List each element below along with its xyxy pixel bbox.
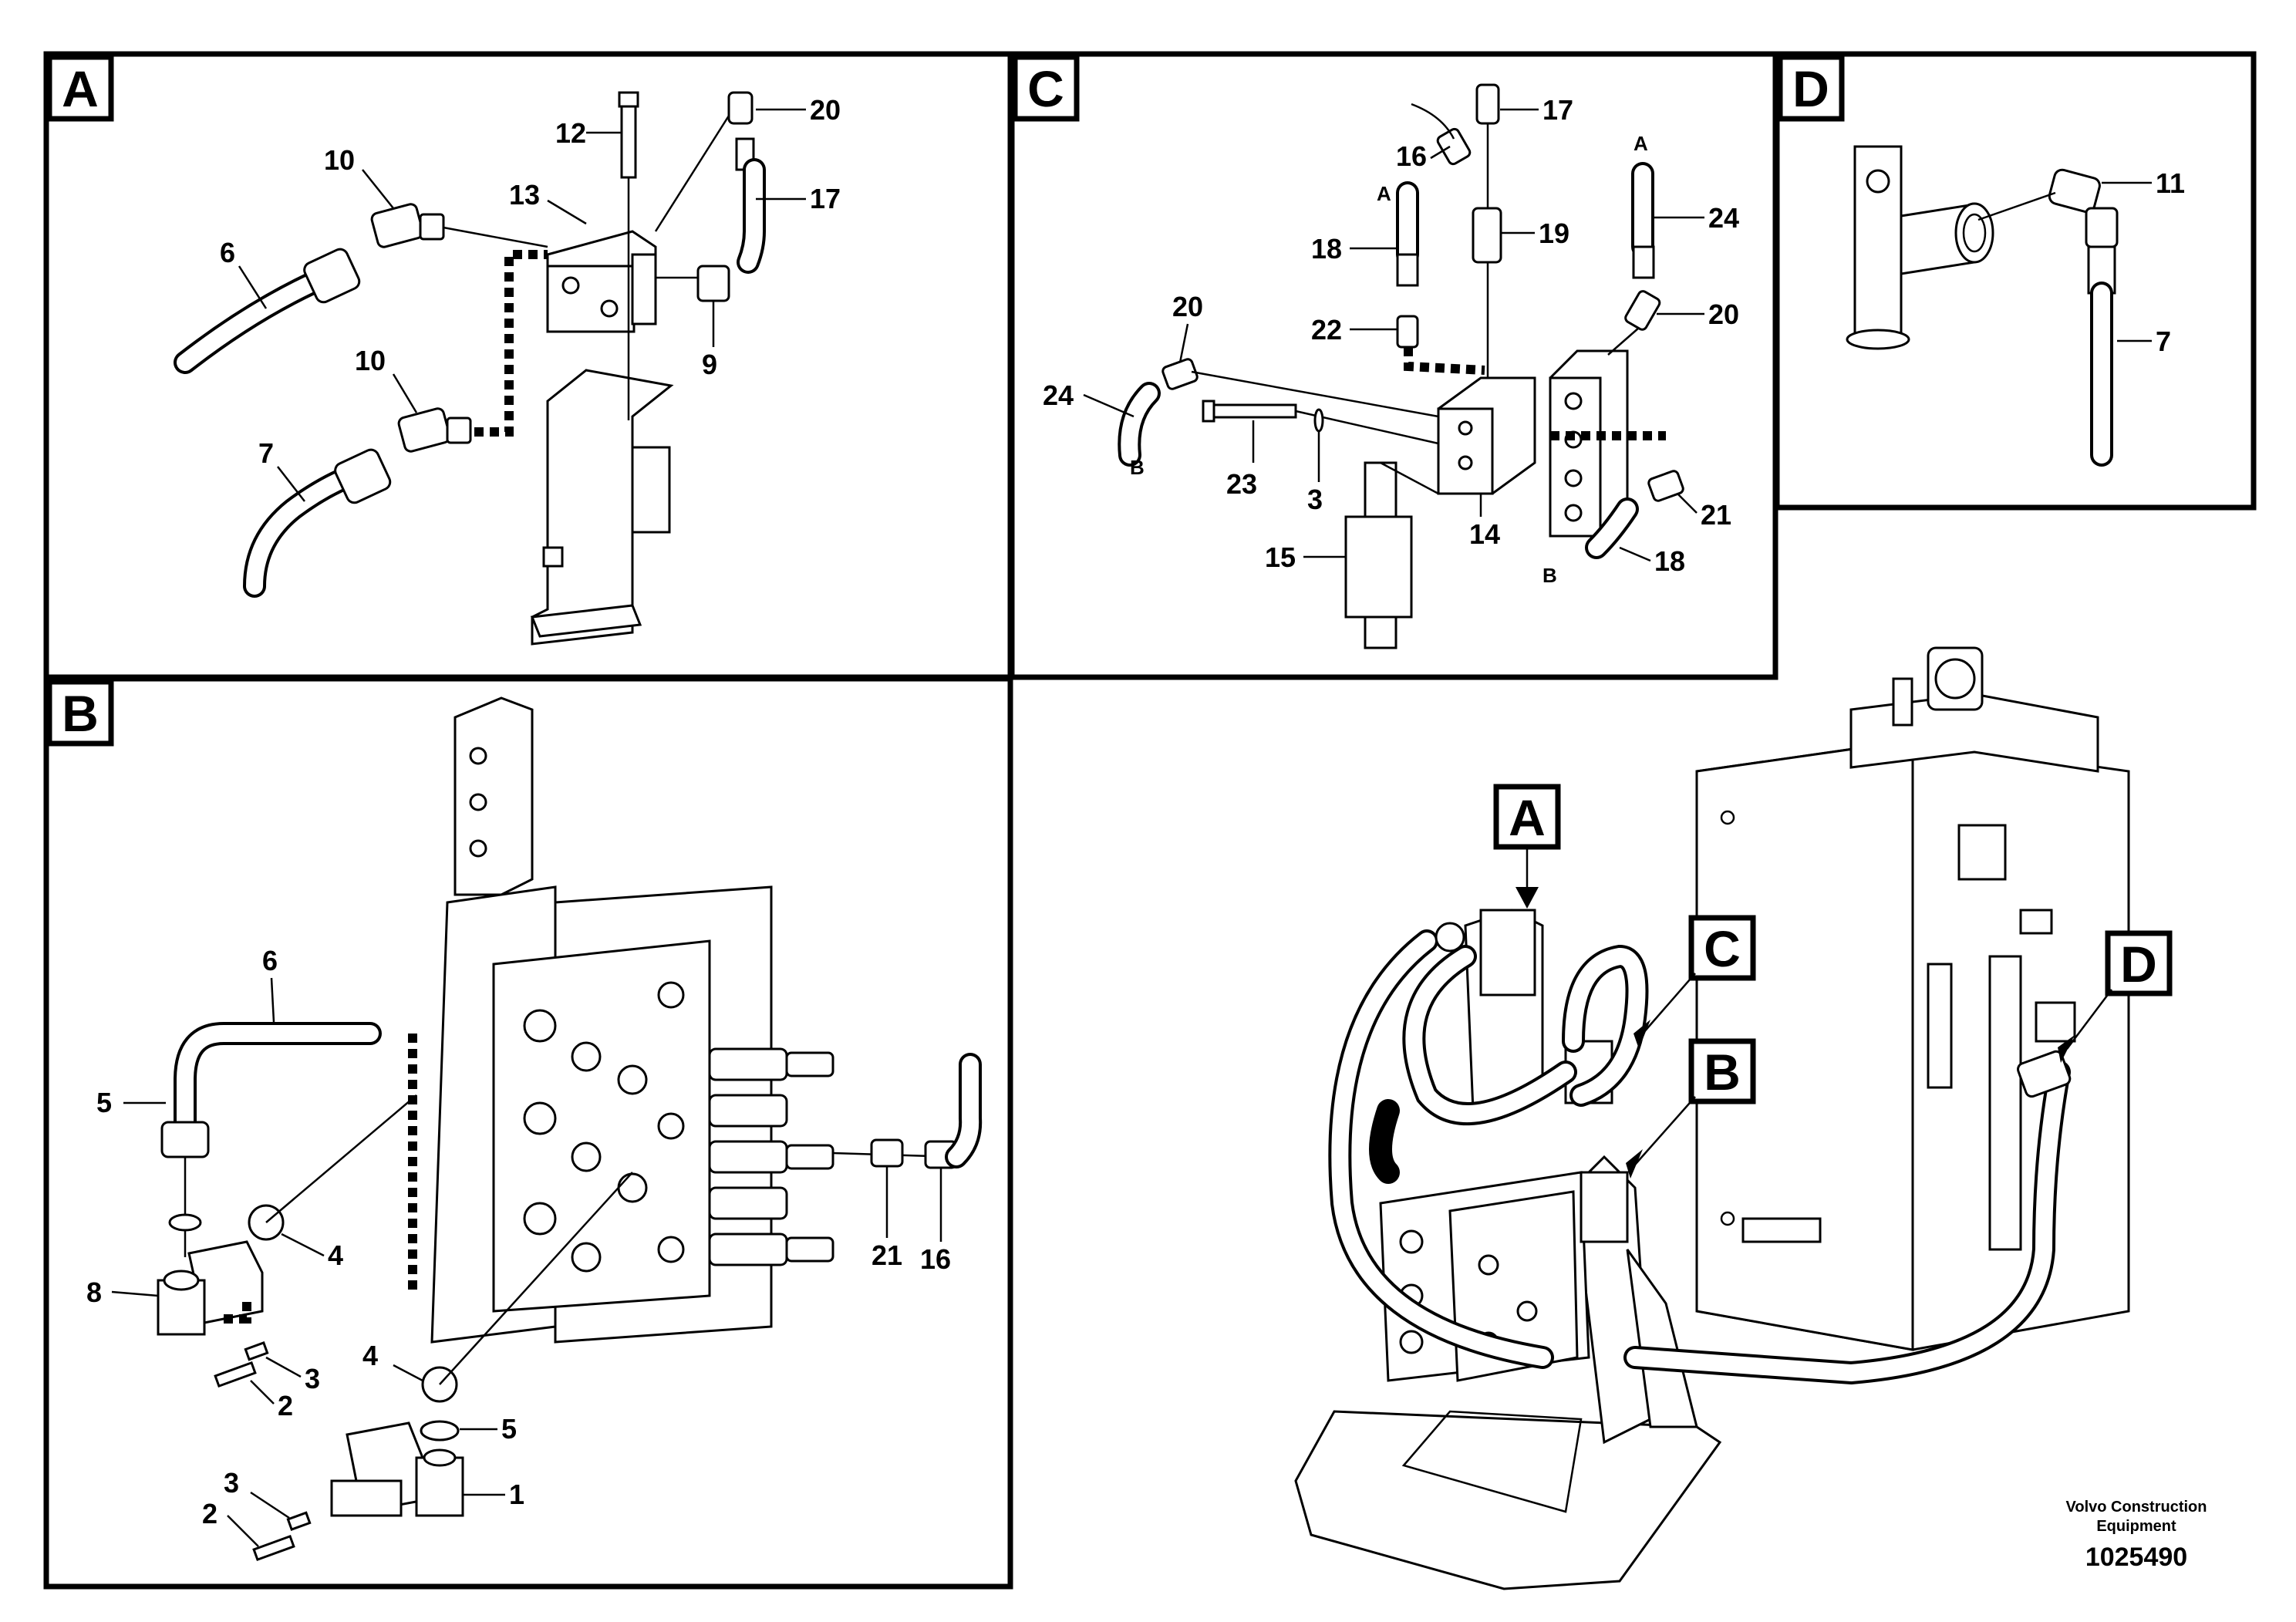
panel-b-tag: B xyxy=(46,679,114,747)
callout-6: 6 xyxy=(220,237,235,268)
panel-d-drawing xyxy=(1846,145,2119,467)
overview-tag-a: A xyxy=(1493,784,1561,909)
callout-17: 17 xyxy=(1542,94,1573,126)
callout-18-lower: 18 xyxy=(1654,545,1685,577)
svg-text:C: C xyxy=(1027,60,1064,117)
panel-d-tag: D xyxy=(1777,54,1845,122)
callout-3: 3 xyxy=(1307,484,1323,515)
callout-10-upper: 10 xyxy=(324,144,355,176)
panel-b-callouts: 6 5 4 8 3 2 4 5 3 2 1 21 16 xyxy=(86,945,951,1547)
callout-24-right: 24 xyxy=(1708,202,1739,234)
callout-21: 21 xyxy=(872,1239,902,1271)
footer: Volvo Construction Equipment 1025490 xyxy=(2066,1499,2207,1572)
svg-text:D: D xyxy=(1792,60,1829,117)
panel-b-drawing xyxy=(157,696,983,1562)
callout-a-left: A xyxy=(1377,182,1391,205)
callout-3-upper: 3 xyxy=(305,1363,320,1394)
panel-b-frame xyxy=(43,676,1013,1590)
callout-b-left: B xyxy=(1130,456,1145,479)
callout-24-left: 24 xyxy=(1043,379,1074,411)
callout-8: 8 xyxy=(86,1276,102,1308)
valve-ports xyxy=(523,981,685,1273)
panel-c-tag: C xyxy=(1012,54,1080,122)
callout-7: 7 xyxy=(258,437,274,469)
panel-a-callouts: 12 20 10 13 17 6 9 10 7 xyxy=(220,94,841,502)
svg-text:A: A xyxy=(1509,789,1546,846)
company-line-2: Equipment xyxy=(2096,1518,2176,1535)
callout-19: 19 xyxy=(1539,218,1569,249)
callout-18-upper: 18 xyxy=(1311,233,1342,265)
overview-tag-d: D xyxy=(2058,930,2173,1063)
callout-4-upper: 4 xyxy=(328,1239,343,1271)
callout-13: 13 xyxy=(509,179,540,211)
callout-3-lower: 3 xyxy=(224,1467,239,1499)
callout-20-left: 20 xyxy=(1172,291,1203,322)
callout-10-lower: 10 xyxy=(355,345,386,376)
callout-16: 16 xyxy=(920,1243,951,1275)
company-line-1: Volvo Construction xyxy=(2066,1499,2207,1516)
callout-20: 20 xyxy=(810,94,841,126)
svg-text:C: C xyxy=(1704,920,1741,977)
svg-text:B: B xyxy=(1704,1044,1741,1101)
callout-a-right: A xyxy=(1633,132,1648,155)
callout-1: 1 xyxy=(509,1479,524,1510)
callout-2-lower: 2 xyxy=(202,1498,217,1529)
callout-11: 11 xyxy=(2156,167,2185,199)
panel-d-callouts: 11 7 xyxy=(2102,167,2185,357)
callout-20-right: 20 xyxy=(1708,298,1739,330)
callout-23: 23 xyxy=(1226,468,1257,500)
callout-22: 22 xyxy=(1311,314,1342,346)
drawing-number: 1025490 xyxy=(2085,1543,2187,1572)
callout-21: 21 xyxy=(1701,499,1731,531)
callout-15: 15 xyxy=(1265,541,1296,573)
overview-assembly xyxy=(1294,646,2130,1590)
panel-a-drawing xyxy=(174,91,766,646)
panel-d-frame xyxy=(1774,51,2257,511)
callout-2-upper: 2 xyxy=(278,1390,293,1421)
svg-text:D: D xyxy=(2120,936,2157,993)
svg-text:B: B xyxy=(62,685,99,742)
overview-tag-b: B xyxy=(1626,1038,1756,1179)
callout-12: 12 xyxy=(555,117,586,149)
overview-tag-c: C xyxy=(1633,915,1756,1049)
callout-7: 7 xyxy=(2156,325,2171,357)
panel-c-callouts: 17 16 A A 24 18 19 20 22 20 24 B 23 3 14… xyxy=(1043,94,1739,587)
side-spools xyxy=(708,1047,834,1266)
callout-16: 16 xyxy=(1396,140,1427,172)
callout-b-right: B xyxy=(1542,564,1557,587)
svg-text:A: A xyxy=(62,60,99,117)
callout-9: 9 xyxy=(702,349,717,380)
panel-a-tag: A xyxy=(46,54,114,122)
callout-17: 17 xyxy=(810,183,841,214)
callout-4-lower: 4 xyxy=(362,1340,378,1371)
callout-6: 6 xyxy=(262,945,278,976)
callout-14: 14 xyxy=(1469,518,1500,550)
callout-5-upper: 5 xyxy=(96,1087,112,1118)
panel-c-drawing xyxy=(1118,83,1684,649)
callout-5-lower: 5 xyxy=(501,1413,517,1445)
